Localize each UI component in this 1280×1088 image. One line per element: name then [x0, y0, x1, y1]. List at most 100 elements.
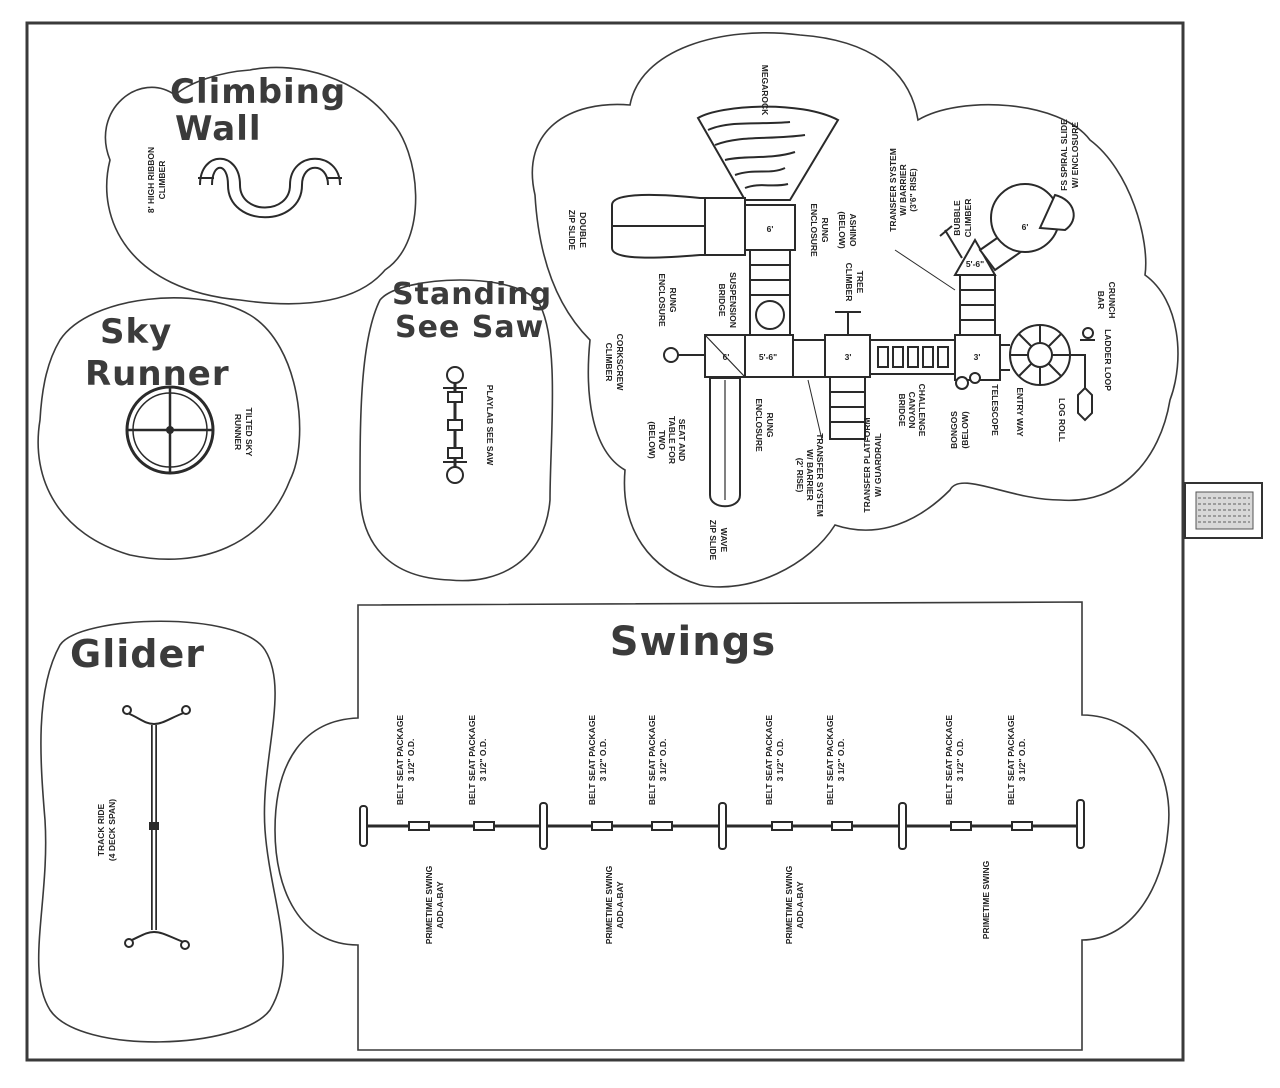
log-roll-label: LOG ROLL — [1057, 398, 1067, 442]
log-roll-icon — [1077, 375, 1093, 422]
glider-title: Glider — [70, 632, 205, 676]
sky-runner-label-1: TILTED SKY — [244, 408, 254, 457]
ladder-loop-icon — [1070, 354, 1086, 375]
platform-label-1: TRANSFER PLATFORM — [862, 417, 872, 512]
bay-label-3b: ADD-A-BAY — [795, 881, 805, 929]
double-zip-label-1: DOUBLE — [578, 212, 588, 248]
sky-runner-label-2: RUNNER — [233, 414, 243, 450]
sky-runner-title-2: Runner — [85, 354, 230, 394]
corkscrew-label-1: CORKSCREW — [615, 334, 625, 392]
bongos-icon — [955, 376, 969, 390]
standing-see-saw-zone: Standing See Saw PLAYLAB SEE SAW — [359, 277, 554, 582]
sky-runner-wheel-icon — [125, 385, 215, 475]
seat-label-2a: BELT SEAT PACKAGE — [467, 715, 477, 806]
tree-climber-icon — [835, 311, 861, 335]
double-zip-slide-icon — [611, 193, 746, 259]
transfer-top-3: (3'6" RISE) — [908, 168, 918, 212]
see-saw-title-2: See Saw — [395, 310, 544, 345]
track-ride-icon — [122, 705, 191, 950]
seat-label-7b: 3 1/2" O.D. — [955, 739, 965, 782]
swing-posts — [359, 799, 1085, 850]
seat-label-6b: 3 1/2" O.D. — [836, 739, 846, 782]
seat-table-4: (BELOW) — [647, 421, 657, 458]
sky-runner-zone: Sky Runner TILTED SKY RUNNER — [37, 297, 301, 560]
megarock-icon — [696, 105, 840, 201]
double-zip-label-2: ZIP SLIDE — [567, 210, 577, 251]
center-deck — [744, 334, 794, 378]
climbing-wall-zone: Climbing Wall 8' HIGH RIBBON CLIMBER — [104, 66, 417, 305]
deck-g-label: 6' — [1022, 222, 1029, 232]
deck-d-label: 3' — [845, 352, 852, 362]
bongos-label-1: BONGOS — [949, 411, 959, 449]
canyon-label-3: BRIDGE — [897, 393, 907, 426]
canyon-label-1: CHALLENGE — [917, 384, 927, 437]
swing-seats — [408, 821, 1033, 831]
crunch-bar-icon — [1082, 327, 1094, 339]
tree-label-2: CLIMBER — [844, 263, 854, 302]
rung-enc-top-2: ENCLOSURE — [809, 203, 819, 257]
ladder-loop-label: LADDER LOOP — [1103, 329, 1113, 391]
seat-label-1a: BELT SEAT PACKAGE — [395, 715, 405, 806]
bubble-label-1: BUBBLE — [952, 200, 962, 236]
ribbon-climber-label-1: 8' HIGH RIBBON — [146, 147, 156, 213]
wave-label-1: WAVE — [719, 528, 729, 553]
transfer-platform-icon — [829, 376, 866, 440]
ashino-1: ASHINO — [848, 213, 858, 246]
seat-label-1b: 3 1/2" O.D. — [406, 739, 416, 782]
seat-label-5b: 3 1/2" O.D. — [775, 739, 785, 782]
ribbon-climber-icon — [199, 157, 341, 219]
crunch-label-1: CRUNCH — [1107, 282, 1117, 319]
spiral-label-1: FS SPIRAL SLIDE — [1059, 119, 1069, 191]
bay-label-2b: ADD-A-BAY — [615, 881, 625, 929]
deck-c-label: 5'-6" — [759, 352, 777, 362]
platform-label-2: W/ GUARDRAIL — [873, 433, 883, 497]
seat-label-6a: BELT SEAT PACKAGE — [825, 715, 835, 806]
challenge-canyon-bridge-icon — [869, 339, 956, 375]
track-ride-label-2: (4 DECK SPAN) — [107, 799, 117, 861]
transfer-low-3: (2' RISE) — [795, 458, 805, 493]
wave-label-2: ZIP SLIDE — [708, 520, 718, 561]
entry-way-wheel-icon — [1009, 324, 1071, 386]
rung-enc-low-2: ENCLOSURE — [754, 398, 764, 452]
seat-label-4a: BELT SEAT PACKAGE — [647, 715, 657, 806]
seat-label-4b: 3 1/2" O.D. — [658, 739, 668, 782]
seat-label-7a: BELT SEAT PACKAGE — [944, 715, 954, 806]
suspension-label-2: BRIDGE — [717, 283, 727, 316]
crunch-label-2: BAR — [1096, 291, 1106, 309]
see-saw-label: PLAYLAB SEE SAW — [485, 385, 495, 466]
seat-label-3a: BELT SEAT PACKAGE — [587, 715, 597, 806]
ashino-2: (BELOW) — [837, 211, 847, 248]
see-saw-icon — [443, 366, 467, 484]
bay-label-2a: PRIMETIME SWING — [604, 865, 614, 944]
transfer-low-2: W/ BARRIER — [805, 449, 815, 500]
rung-enc-low-1: RUNG — [765, 412, 775, 437]
spiral-slide-icon: 6' — [978, 183, 1075, 272]
right-deck — [954, 334, 1001, 381]
wave-zip-slide-icon — [709, 377, 741, 508]
see-saw-title-1: Standing — [392, 277, 552, 312]
seat-label-5a: BELT SEAT PACKAGE — [764, 715, 774, 806]
bongos-label-2: (BELOW) — [960, 411, 970, 448]
corkscrew-climber-icon — [663, 347, 705, 363]
ribbon-climber-label-2: CLIMBER — [157, 161, 167, 200]
seat-table-1: SEAT AND — [677, 419, 687, 462]
suspension-label-1: SUSPENSION — [728, 272, 738, 328]
glider-zone: Glider TRACK RIDE (4 DECK SPAN) — [37, 620, 284, 1043]
transfer-top-2: W/ BARRIER — [898, 164, 908, 215]
seat-label-2b: 3 1/2" O.D. — [478, 739, 488, 782]
bay-label-primary: PRIMETIME SWING — [981, 860, 991, 939]
suspension-bridge-icon — [749, 249, 791, 336]
entry-gate — [1184, 482, 1263, 539]
bay-label-1b: ADD-A-BAY — [435, 881, 445, 929]
deck-e-label: 3' — [974, 352, 981, 362]
megarock-label: MEGAROCK — [760, 65, 770, 116]
seat-label-8a: BELT SEAT PACKAGE — [1006, 715, 1016, 806]
rung-enc-left-1: RUNG — [668, 287, 678, 312]
bay-label-3a: PRIMETIME SWING — [784, 865, 794, 944]
transfer-system-top-icon — [959, 274, 996, 336]
seat-table-2: TABLE FOR — [667, 416, 677, 464]
entry-way-label: ENTRY WAY — [1015, 387, 1025, 437]
